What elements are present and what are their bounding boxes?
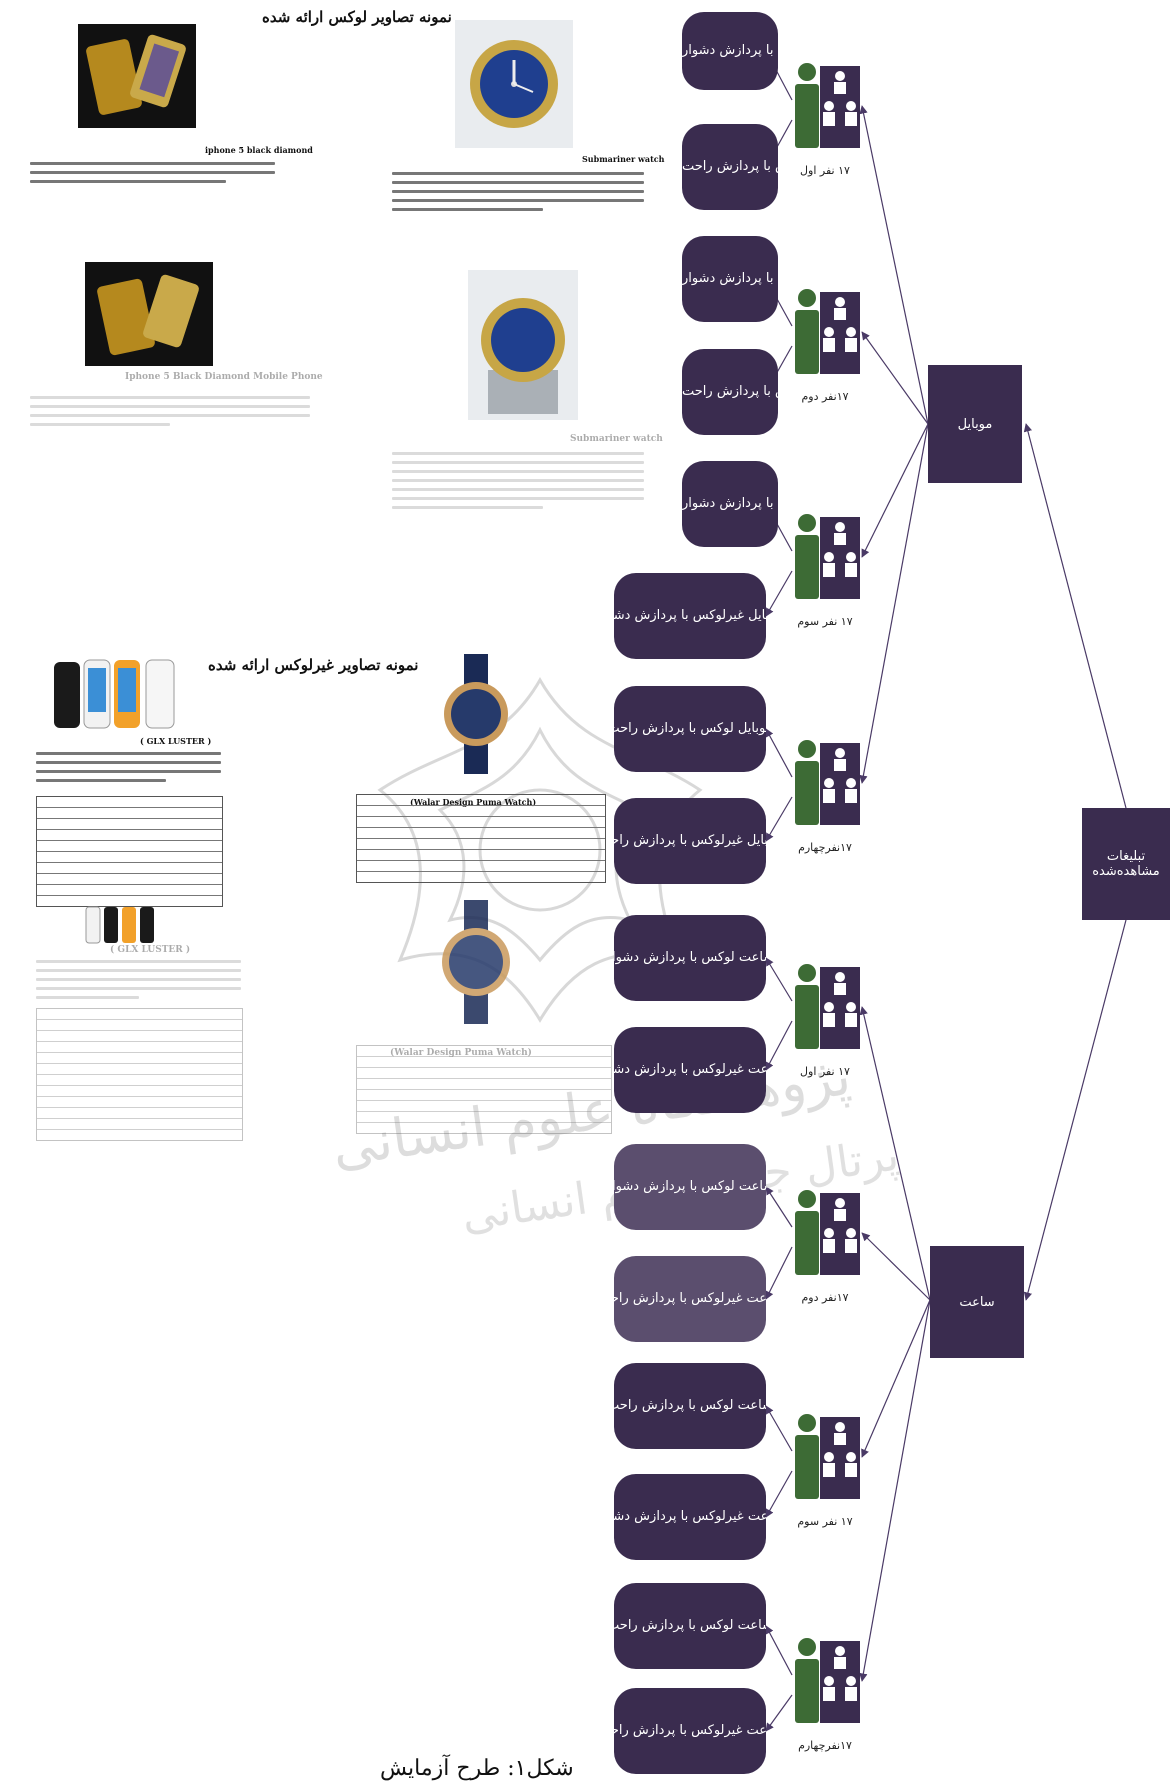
nonluxury-samples-title: نمونه تصاویر غیرلوکس ارائه شده: [208, 656, 419, 674]
nonluxury-watch-spec-table-faded: [356, 1045, 612, 1134]
nonluxury-phone-name-faded: ( GLX LUSTER ): [110, 945, 191, 955]
nonluxury-watch-spec-table: [356, 794, 606, 883]
group-to-condition-arrow: [765, 1694, 793, 1732]
luxury-watch-image-2: [468, 270, 578, 420]
nonluxury-phone-description-faded: [36, 960, 241, 1005]
participant-group-2: ۱۷نفر دوم: [790, 286, 862, 403]
nonluxury-watch-name: (Walar Design Puma Watch): [410, 797, 537, 807]
people-group-icon: [795, 1638, 860, 1723]
condition-node-2: موبایل غیرلوکس با پردازش راحت: [682, 124, 778, 210]
condition-node-1: موبایل لوکس با پردازش دشوار: [682, 12, 778, 90]
luxury-phone-name: iphone 5 black diamond: [205, 145, 313, 155]
nonluxury-phone-image-2: [85, 906, 154, 944]
luxury-phone-image-2: [85, 262, 213, 366]
group-to-condition-arrow: [765, 1625, 793, 1676]
nonluxury-phone-spec-table-faded: [36, 1008, 243, 1141]
luxury-phone-name-faded: Iphone 5 Black Diamond Mobile Phone: [125, 372, 323, 382]
category-to-group-arrow: [861, 331, 929, 425]
luxury-samples-title: نمونه تصاویر لوکس ارائه شده: [262, 8, 452, 26]
luxury-phone-description-faded: [30, 396, 310, 432]
luxury-watch-description-faded: [392, 452, 644, 515]
category-to-group-arrow: [861, 423, 929, 558]
luxury-watch-name-faded: Submariner watch: [570, 434, 663, 444]
group-to-condition-arrow: [765, 1246, 793, 1300]
participant-group-1: ۱۷ نفر اول: [790, 60, 862, 177]
people-group-icon: [795, 63, 860, 148]
participant-group-4: ۱۷نفرچهارم: [790, 737, 862, 854]
nonluxury-phone-name: ( GLX LUSTER ): [140, 736, 212, 746]
condition-node-6: موبایل غیرلوکس با پردازش دشوار: [614, 573, 766, 659]
participant-group-label: ۱۷ نفر اول: [800, 1065, 850, 1078]
group-to-condition-arrow: [765, 1470, 793, 1518]
people-group-icon: [795, 1190, 860, 1275]
nonluxury-phone-description: [36, 752, 221, 788]
group-to-condition-arrow: [765, 957, 793, 1002]
group-to-condition-arrow: [765, 1020, 793, 1071]
condition-node-9: ساعت لوکس با پردازش دشوار: [614, 915, 766, 1001]
group-to-condition-arrow: [765, 1405, 793, 1452]
root-to-watch-arrow: [1023, 919, 1127, 1301]
group-to-condition-arrow: [765, 570, 793, 617]
people-group-icon: [795, 514, 860, 599]
nonluxury-phone-spec-table: [36, 796, 223, 907]
participant-group-7: ۱۷ نفر سوم: [790, 1411, 862, 1528]
participant-group-5: ۱۷ نفر اول: [790, 961, 862, 1078]
condition-node-8: موبایل غیرلوکس با پردازش راحت: [614, 798, 766, 884]
group-to-condition-arrow: [765, 728, 793, 778]
participant-group-6: ۱۷نفر دوم: [790, 1187, 862, 1304]
participant-group-label: ۱۷نفرچهارم: [798, 1739, 852, 1752]
condition-node-16: ساعت غیرلوکس با پردازش راحت: [614, 1688, 766, 1774]
condition-node-3: موبایل لوکس با پردازش دشوار: [682, 236, 778, 322]
group-to-condition-arrow: [765, 1186, 793, 1228]
root-to-mobile-arrow: [1023, 423, 1127, 809]
luxury-phone-description: [30, 162, 275, 189]
participant-group-label: ۱۷نفر دوم: [801, 1291, 849, 1304]
category-to-group-arrow: [859, 105, 929, 425]
category-mobile-node: موبایل: [928, 365, 1022, 483]
luxury-watch-description: [392, 172, 644, 217]
condition-node-11: ساعت لوکس با پردازش دشوار: [614, 1144, 766, 1230]
participant-group-3: ۱۷ نفر سوم: [790, 511, 862, 628]
category-to-group-arrow: [861, 1299, 931, 1458]
luxury-watch-image: [455, 20, 573, 148]
luxury-phone-image: [78, 24, 196, 128]
figure-caption: شکل۱: طرح آزمایش: [380, 1756, 574, 1781]
nonluxury-phone-image: [54, 659, 175, 729]
category-to-group-arrow: [859, 1006, 931, 1301]
nonluxury-watch-name-faded: (Walar Design Puma Watch): [390, 1048, 532, 1058]
nonluxury-watch-image-2: [442, 900, 510, 1024]
condition-node-14: ساعت غیرلوکس با پردازش دشوار: [614, 1474, 766, 1560]
group-to-condition-arrow: [765, 796, 793, 842]
participant-group-label: ۱۷ نفر سوم: [797, 1515, 853, 1528]
people-group-icon: [795, 740, 860, 825]
people-group-icon: [795, 1414, 860, 1499]
participant-group-8: ۱۷نفرچهارم: [790, 1635, 862, 1752]
category-to-group-arrow: [859, 1299, 931, 1682]
participant-group-label: ۱۷ نفر اول: [800, 164, 850, 177]
participant-group-label: ۱۷ نفر سوم: [797, 615, 853, 628]
condition-node-15: ساعت لوکس با پردازش راحت: [614, 1583, 766, 1669]
category-to-group-arrow: [859, 423, 929, 784]
people-group-icon: [795, 289, 860, 374]
participant-group-label: ۱۷نفر دوم: [801, 390, 849, 403]
category-to-group-arrow: [861, 1232, 931, 1301]
nonluxury-watch-image: [444, 654, 508, 774]
root-node: تبلیغات مشاهده‌شده: [1082, 808, 1170, 920]
condition-node-10: ساعت غیرلوکس با پردازش دشوار: [614, 1027, 766, 1113]
condition-node-7: موبایل لوکس با پردازش راحت: [614, 686, 766, 772]
participant-group-label: ۱۷نفرچهارم: [798, 841, 852, 854]
condition-node-4: موبایل غیرلوکس با پردازش راحت: [682, 349, 778, 435]
luxury-watch-name: Submariner watch: [582, 154, 665, 164]
people-group-icon: [795, 964, 860, 1049]
condition-node-13: ساعت لوکس با پردازش راحت: [614, 1363, 766, 1449]
condition-node-5: موبایل لوکس با پردازش دشوار: [682, 461, 778, 547]
condition-node-12: ساعت غیرلوکس با پردازش راحت: [614, 1256, 766, 1342]
category-watch-node: ساعت: [930, 1246, 1024, 1358]
